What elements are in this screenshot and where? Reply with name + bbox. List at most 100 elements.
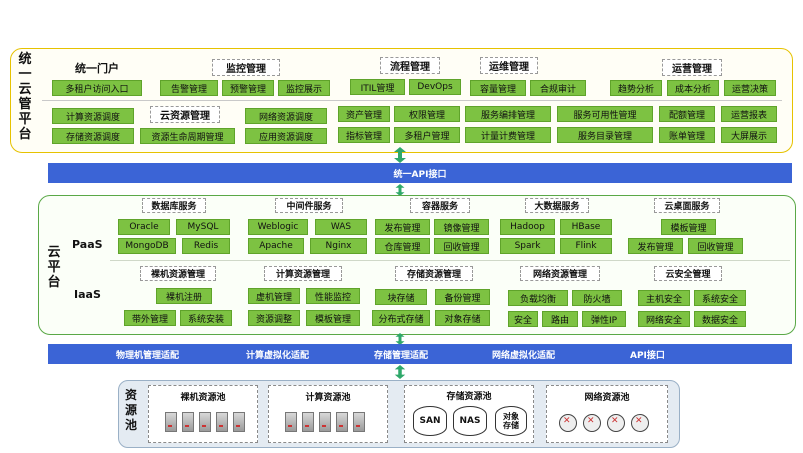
elastic-ip[interactable]: 弹性IP	[582, 311, 626, 327]
double-arrow-icon	[394, 365, 406, 379]
operation-decision[interactable]: 运营决策	[724, 80, 776, 96]
cost-analysis[interactable]: 成本分析	[667, 80, 719, 96]
template-management[interactable]: 模板管理	[661, 219, 716, 235]
trend-analysis[interactable]: 趋势分析	[610, 80, 662, 96]
alarm-management[interactable]: 告警管理	[160, 80, 218, 96]
baremetal-pool-title: 裸机资源池	[180, 393, 226, 403]
cloud-platform-side-label: 云平台	[47, 245, 61, 290]
spark[interactable]: Spark	[500, 238, 555, 254]
system-install[interactable]: 系统安装	[180, 310, 232, 326]
metric-management[interactable]: 指标管理	[338, 127, 390, 143]
warning-management[interactable]: 预警管理	[222, 80, 274, 96]
compute-resource-scheduling[interactable]: 计算资源调度	[52, 108, 134, 124]
double-arrow-icon	[395, 333, 405, 345]
server-icon	[182, 412, 194, 432]
apache[interactable]: Apache	[248, 238, 304, 254]
monitor-display[interactable]: 监控展示	[278, 80, 330, 96]
oracle[interactable]: Oracle	[118, 219, 170, 235]
compute-template-management[interactable]: 模板管理	[306, 310, 360, 326]
operation-report[interactable]: 运营报表	[721, 106, 777, 122]
resource-adjust[interactable]: 资源调整	[248, 310, 300, 326]
portal-divider	[42, 100, 782, 101]
desktop-recycle-management[interactable]: 回收管理	[688, 238, 743, 254]
capacity-management[interactable]: 容量管理	[470, 80, 526, 96]
network-security-mgmt[interactable]: 网络安全	[638, 311, 690, 327]
app-resource-scheduling[interactable]: 应用资源调度	[245, 128, 327, 144]
baremetal-resource-management-title: 裸机资源管理	[140, 266, 216, 281]
repository-management[interactable]: 仓库管理	[375, 238, 430, 254]
storage-resource-scheduling[interactable]: 存储资源调度	[52, 128, 134, 144]
multi-tenant-management[interactable]: 多租户管理	[394, 127, 460, 143]
paas-iaas-divider	[110, 260, 790, 261]
compute-pool: 计算资源池	[268, 385, 388, 443]
double-arrow-icon	[395, 184, 405, 196]
firewall[interactable]: 防火墙	[572, 290, 622, 306]
service-availability-management[interactable]: 服务可用性管理	[557, 106, 653, 122]
mongodb[interactable]: MongoDB	[118, 238, 176, 254]
performance-monitor[interactable]: 性能监控	[306, 288, 360, 304]
baremetal-register[interactable]: 裸机注册	[156, 288, 212, 304]
release-management[interactable]: 发布管理	[375, 219, 430, 235]
out-of-band-management[interactable]: 带外管理	[124, 310, 176, 326]
load-balancing[interactable]: 负载均衡	[508, 290, 568, 306]
server-icon	[199, 412, 211, 432]
network-pool: 网络资源池	[546, 385, 668, 443]
paas-label: PaaS	[72, 238, 103, 251]
service-catalog-management[interactable]: 服务目录管理	[557, 127, 653, 143]
block-storage[interactable]: 块存储	[375, 289, 427, 305]
devops[interactable]: DevOps	[409, 79, 461, 95]
compliance-audit[interactable]: 合规审计	[530, 80, 586, 96]
object-storage-icon: 对象存储	[495, 406, 527, 436]
host-security[interactable]: 主机安全	[638, 290, 690, 306]
nas-storage-icon: NAS	[453, 406, 487, 436]
network-virtualization-adapter: 网络虚拟化适配	[492, 351, 556, 361]
distributed-storage[interactable]: 分布式存储	[372, 310, 430, 326]
backup-management[interactable]: 备份管理	[435, 289, 490, 305]
hadoop[interactable]: Hadoop	[500, 219, 555, 235]
resource-lifecycle-management[interactable]: 资源生命周期管理	[140, 128, 235, 144]
recycle-management[interactable]: 回收管理	[434, 238, 489, 254]
object-storage[interactable]: 对象存储	[435, 310, 490, 326]
storage-pool-title: 存储资源池	[446, 392, 492, 402]
itil-management[interactable]: ITIL管理	[350, 79, 405, 95]
multi-tenant-access-entry[interactable]: 多租户访问入口	[52, 80, 142, 96]
router-icon	[607, 414, 625, 432]
permission-management[interactable]: 权限管理	[394, 106, 460, 122]
router-icon	[583, 414, 601, 432]
server-icon	[285, 412, 297, 432]
quota-management[interactable]: 配额管理	[659, 106, 715, 122]
routing[interactable]: 路由	[542, 311, 578, 327]
asset-management[interactable]: 资产管理	[338, 106, 390, 122]
monitor-management-title: 监控管理	[212, 59, 280, 76]
image-management[interactable]: 镜像管理	[434, 219, 489, 235]
double-arrow-icon	[394, 147, 406, 163]
compute-pool-title: 计算资源池	[305, 393, 351, 403]
process-management-title: 流程管理	[380, 57, 440, 74]
system-security[interactable]: 系统安全	[694, 290, 746, 306]
service-orchestration-management[interactable]: 服务编排管理	[465, 106, 551, 122]
network-security[interactable]: 安全	[508, 311, 538, 327]
network-resource-scheduling[interactable]: 网络资源调度	[245, 108, 327, 124]
adaptation-bar: 物理机管理适配 计算虚拟化适配 存储管理适配 网络虚拟化适配 API接口	[48, 344, 792, 364]
big-screen-display[interactable]: 大屏展示	[721, 127, 777, 143]
flink[interactable]: Flink	[560, 238, 612, 254]
resource-pool-side-label: 资源池	[124, 388, 137, 432]
storage-resource-management-title: 存储资源管理	[395, 266, 473, 281]
nginx[interactable]: Nginx	[310, 238, 367, 254]
bill-management[interactable]: 账单管理	[659, 127, 715, 143]
database-service-title: 数据库服务	[142, 198, 206, 213]
redis[interactable]: Redis	[182, 238, 230, 254]
bigdata-service-title: 大数据服务	[525, 198, 589, 213]
hbase[interactable]: HBase	[560, 219, 612, 235]
weblogic[interactable]: Weblogic	[248, 219, 308, 235]
desktop-release-management[interactable]: 发布管理	[628, 238, 683, 254]
network-resource-management-title: 网络资源管理	[520, 266, 600, 281]
api-interface: API接口	[630, 351, 665, 361]
operation-management-title: 运营管理	[662, 59, 722, 76]
vm-management[interactable]: 虚机管理	[248, 288, 300, 304]
metering-billing-management[interactable]: 计量计费管理	[465, 127, 551, 143]
unified-api-bar: 统一API接口	[48, 163, 792, 183]
was[interactable]: WAS	[315, 219, 367, 235]
data-security[interactable]: 数据安全	[694, 311, 746, 327]
mysql[interactable]: MySQL	[176, 219, 230, 235]
